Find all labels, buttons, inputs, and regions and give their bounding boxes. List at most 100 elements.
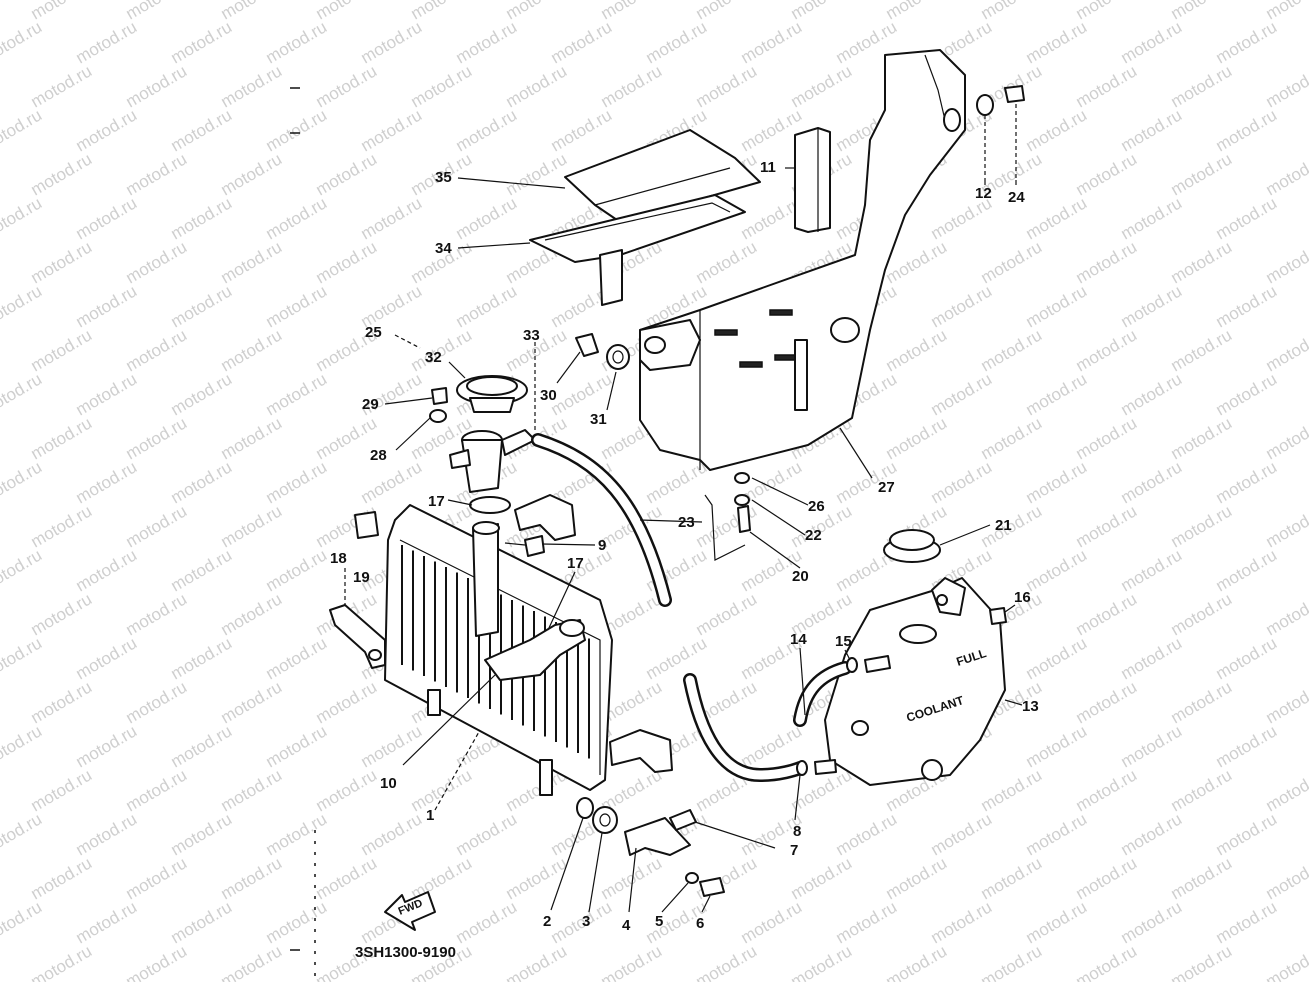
watermark-text: motod.ru: [168, 633, 236, 683]
watermark-text: motod.ru: [123, 765, 191, 815]
part-24-bolt: [1004, 85, 1025, 180]
callout-11: 11: [760, 159, 776, 176]
watermark-text: motod.ru: [1213, 369, 1281, 419]
callout-35: 35: [435, 169, 452, 186]
part-22-washer: [734, 494, 750, 506]
watermark-text: motod.ru: [218, 941, 286, 982]
watermark-text: motod.ru: [1023, 545, 1091, 595]
callout-2: 2: [543, 913, 551, 930]
watermark-text: motod.ru: [883, 413, 951, 463]
watermark-text: motod.ru: [218, 0, 286, 23]
watermark-text: motod.ru: [503, 149, 571, 199]
callout-30: 30: [540, 387, 557, 404]
part-34-bracket: [529, 194, 746, 306]
watermark-text: motod.ru: [693, 853, 761, 903]
watermark-text: motod.ru: [123, 237, 191, 287]
watermark-text: motod.ru: [218, 589, 286, 639]
watermark-text: motod.ru: [0, 281, 45, 331]
callout-labels: 35 34 11 12 24 25 32 33 30 31 29 28 17 9…: [330, 159, 1039, 934]
part-11-block: [794, 127, 831, 233]
watermark-text: motod.ru: [453, 17, 521, 67]
watermark-text: motod.ru: [1118, 369, 1186, 419]
watermark-text: motod.ru: [1118, 897, 1186, 947]
part-35-shield-sheet: [564, 129, 761, 223]
watermark-text: motod.ru: [1023, 105, 1091, 155]
watermark-text: motod.ru: [28, 589, 96, 639]
watermark-text: motod.ru: [263, 193, 331, 243]
watermark-text: motod.ru: [313, 677, 381, 727]
watermark-text: motod.ru: [1213, 281, 1281, 331]
watermark-text: motod.ru: [263, 897, 331, 947]
watermark-text: motod.ru: [643, 633, 711, 683]
watermark-text: motod.ru: [1118, 281, 1186, 331]
callout-10: 10: [380, 775, 397, 792]
watermark-text: motod.ru: [73, 721, 141, 771]
watermark-text: motod.ru: [1263, 149, 1309, 199]
watermark-text: motod.ru: [978, 853, 1046, 903]
callout-27: 27: [878, 479, 895, 496]
part-23-overflow-hose: [531, 433, 672, 607]
watermark-text: motod.ru: [1023, 633, 1091, 683]
watermark-text: motod.ru: [123, 501, 191, 551]
watermark-text: motod.ru: [503, 0, 571, 23]
callout-29: 29: [362, 396, 379, 413]
watermark-text: motod.ru: [1263, 941, 1309, 982]
part-15-clip: [846, 655, 891, 673]
watermark-text: motod.ru: [1118, 457, 1186, 507]
watermark-text: motod.ru: [73, 193, 141, 243]
watermark-text: motod.ru: [453, 281, 521, 331]
callout-28: 28: [370, 447, 387, 464]
watermark-text: motod.ru: [313, 765, 381, 815]
watermark-text: motod.ru: [598, 0, 666, 23]
watermark-text: motod.ru: [1213, 721, 1281, 771]
watermark-text: motod.ru: [833, 809, 901, 859]
watermark-text: motod.ru: [73, 281, 141, 331]
watermark-text: motod.ru: [358, 17, 426, 67]
watermark-text: motod.ru: [1263, 765, 1309, 815]
watermark-text: motod.ru: [218, 61, 286, 111]
watermark-text: motod.ru: [1073, 61, 1141, 111]
watermark-text: motod.ru: [28, 149, 96, 199]
watermark-text: motod.ru: [0, 897, 45, 947]
watermark-text: motod.ru: [788, 941, 856, 982]
part-3-grommet: [592, 806, 618, 834]
watermark-text: motod.ru: [928, 457, 996, 507]
watermark-text: motod.ru: [453, 193, 521, 243]
watermark-text: motod.ru: [28, 0, 96, 23]
watermark-text: motod.ru: [928, 369, 996, 419]
watermark-text: motod.ru: [313, 61, 381, 111]
fwd-arrow: FWD: [384, 891, 436, 931]
part-10-lower-hose: [484, 619, 586, 681]
watermark-text: motod.ru: [0, 633, 45, 683]
watermark-text: motod.ru: [883, 0, 951, 23]
watermark-text: motod.ru: [738, 897, 806, 947]
watermark-text: motod.ru: [123, 413, 191, 463]
callout-18: 18: [330, 550, 347, 567]
watermark-text: motod.ru: [548, 105, 616, 155]
watermark-text: motod.ru: [738, 17, 806, 67]
watermark-text: motod.ru: [123, 941, 191, 982]
watermark-text: motod.ru: [1023, 369, 1091, 419]
watermark-text: motod.ru: [0, 193, 45, 243]
watermark-text: motod.ru: [28, 501, 96, 551]
watermark-text: motod.ru: [1168, 589, 1236, 639]
watermark-text: motod.ru: [28, 61, 96, 111]
watermark-text: motod.ru: [1168, 941, 1236, 982]
watermark-text: motod.ru: [73, 17, 141, 67]
watermark-text: motod.ru: [1168, 765, 1236, 815]
watermark-text: motod.ru: [73, 545, 141, 595]
watermark-text: motod.ru: [928, 809, 996, 859]
watermark-text: motod.ru: [788, 853, 856, 903]
watermark-text: motod.ru: [978, 0, 1046, 23]
watermark-text: motod.ru: [0, 809, 45, 859]
watermark-text: motod.ru: [693, 941, 761, 982]
callout-6: 6: [696, 915, 704, 932]
callout-26: 26: [808, 498, 825, 515]
watermark-text: motod.ru: [28, 325, 96, 375]
watermark-text: motod.ru: [168, 809, 236, 859]
watermark-text: motod.ru: [168, 105, 236, 155]
watermark-text: motod.ru: [218, 149, 286, 199]
callout-16: 16: [1014, 589, 1031, 606]
part-18-side-bracket: [329, 604, 386, 669]
